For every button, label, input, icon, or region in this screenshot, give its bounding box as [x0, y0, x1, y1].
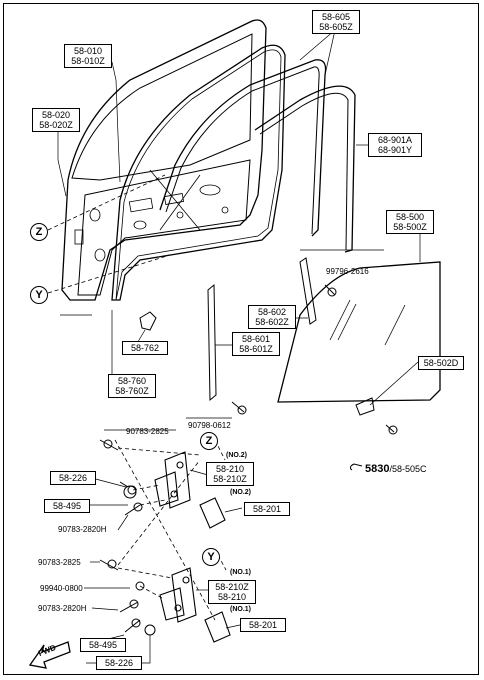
label-line: 58-500Z — [393, 222, 427, 232]
door-weatherstrip — [111, 44, 286, 301]
rear-glass-run — [254, 85, 356, 253]
label-line: 58-226 — [58, 473, 88, 483]
label-58-605: 58-605 58-605Z — [312, 10, 360, 34]
label-58-210-upper: 58-210 58-210Z — [206, 462, 254, 486]
label-90783-2820H-upper: 90783-2820H — [58, 525, 107, 534]
cross-reference-number: 5830 — [365, 463, 390, 475]
label-line: 58-605 — [321, 12, 351, 22]
ref-circle-z-door: Z — [30, 223, 48, 241]
note-no2-upper: (NO.2) — [226, 452, 247, 459]
label-90783-2825-upper: 90783-2825 — [126, 427, 169, 436]
label-line: 58-201 — [252, 504, 282, 514]
glass-reflection-lines — [329, 299, 406, 346]
alignment-dash-lines — [47, 174, 227, 621]
label-58-495-upper: 58-495 — [44, 499, 90, 513]
label-line: 58-210 — [217, 592, 247, 602]
note-no2-lower: (NO.2) — [230, 489, 251, 496]
label-58-601: 58-601 58-601Z — [232, 332, 280, 356]
label-99940-0800: 99940-0800 — [40, 584, 83, 593]
label-line: 68-901A — [377, 135, 413, 145]
door-window-frame — [71, 33, 253, 181]
label-line: 58-020Z — [39, 120, 73, 130]
label-58-500: 58-500 58-500Z — [386, 210, 434, 234]
ref-circle-y-hinge: Y — [202, 548, 220, 566]
label-68-901: 68-901A 68-901Y — [368, 133, 422, 157]
label-line: 68-901Y — [377, 145, 413, 155]
lower-hinge — [159, 567, 231, 643]
label-58-201-lower: 58-201 — [240, 618, 286, 632]
door-outer-frame — [61, 19, 267, 301]
cross-reference-suffix: /58-505C — [389, 464, 427, 474]
label-99796-2616: 99796-2616 — [326, 267, 369, 276]
label-58-020: 58-020 58-020Z — [32, 108, 80, 132]
label-line: 58-500 — [395, 212, 425, 222]
door-window-glass — [277, 261, 441, 403]
label-line: 58-210Z — [215, 582, 249, 592]
label-line: 58-601Z — [239, 344, 273, 354]
label-line: 58-602Z — [255, 317, 289, 327]
note-no1-lower: (NO.1) — [230, 606, 251, 613]
label-line: 58-605Z — [319, 22, 353, 32]
ref-circle-z-hinge: Z — [200, 432, 218, 450]
door-inner-panel — [77, 159, 251, 296]
label-58-495-lower: 58-495 — [80, 638, 126, 652]
label-58-760: 58-760 58-760Z — [108, 374, 156, 398]
label-line: 58-760Z — [115, 386, 149, 396]
label-line: 58-495 — [52, 501, 82, 511]
label-58-502D: 58-502D — [418, 356, 464, 370]
note-no1-upper: (NO.1) — [230, 569, 251, 576]
rear-division-channel — [299, 257, 317, 325]
label-line: 58-502D — [423, 358, 459, 368]
label-58-201-upper: 58-201 — [244, 502, 290, 516]
label-line: 58-010Z — [71, 56, 105, 66]
label-90783-2820H-lower: 90783-2820H — [38, 604, 87, 613]
label-58-762: 58-762 — [122, 341, 168, 355]
front-division-channel — [207, 283, 217, 402]
glass-run-channel — [159, 59, 327, 237]
label-90783-2825-lower: 90783-2825 — [38, 558, 81, 567]
label-58-226-lower: 58-226 — [96, 656, 142, 670]
label-line: 58-601 — [241, 334, 271, 344]
label-90798-0612: 90798-0612 — [188, 421, 231, 430]
label-line: 58-201 — [248, 620, 278, 630]
label-line: 58-010 — [73, 46, 103, 56]
label-58-226-upper: 58-226 — [50, 471, 96, 485]
cross-reference: 5830/58-505C — [365, 463, 427, 475]
label-line: 58-226 — [104, 658, 134, 668]
label-58-210-lower: 58-210Z 58-210 — [208, 580, 256, 604]
label-line: 58-495 — [88, 640, 118, 650]
label-line: 58-210Z — [213, 474, 247, 484]
fwd-arrow-outline — [28, 641, 71, 669]
label-line: 58-760 — [117, 376, 147, 386]
door-inner-holes — [74, 169, 229, 262]
label-58-602: 58-602 58-602Z — [248, 305, 296, 329]
label-line: 58-762 — [130, 343, 160, 353]
label-line: 58-210 — [215, 464, 245, 474]
label-line: 58-020 — [41, 110, 71, 120]
diagram-border — [3, 3, 479, 675]
ref-circle-y-door: Y — [30, 286, 48, 304]
label-58-010: 58-010 58-010Z — [64, 44, 112, 68]
label-line: 58-602 — [257, 307, 287, 317]
upper-hinge — [154, 451, 226, 529]
bolt-icons — [99, 284, 398, 636]
